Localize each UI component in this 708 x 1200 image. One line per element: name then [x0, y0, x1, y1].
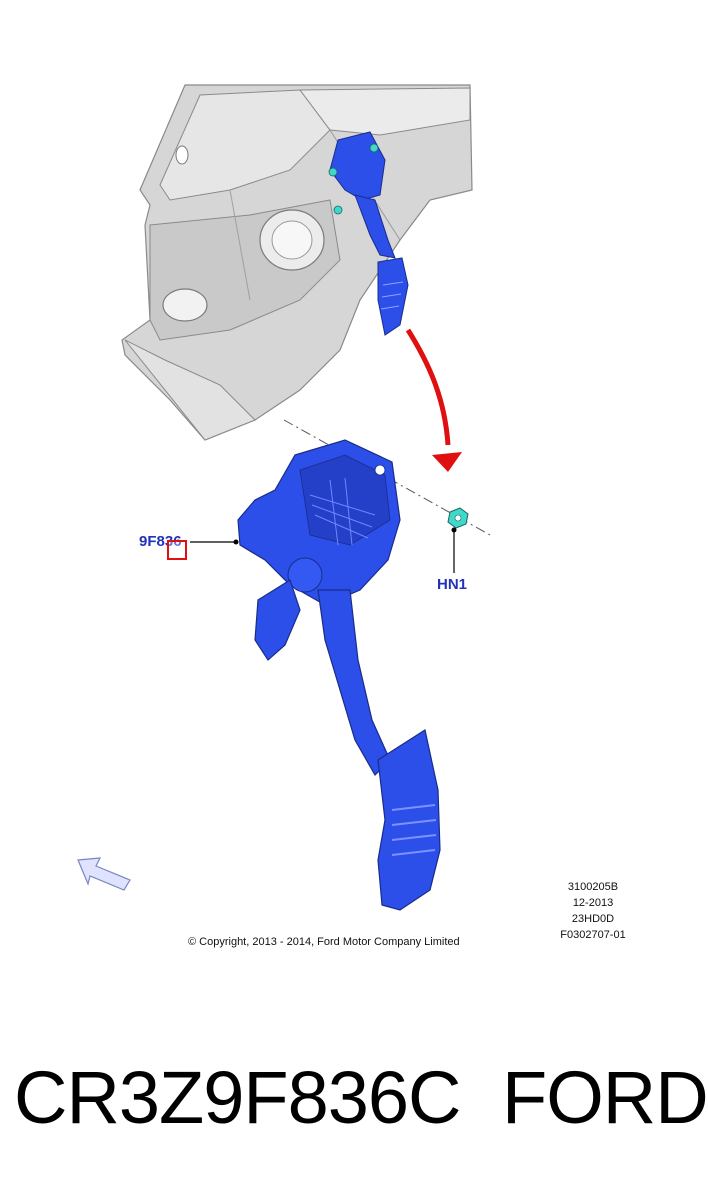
parts-diagram [77, 84, 491, 911]
pedal-assembly [237, 439, 441, 911]
doc-code: 12-2013 [572, 897, 614, 909]
copyright-text: © Copyright, 2013 - 2014, Ford Motor Com… [188, 936, 460, 948]
doc-code: F0302707-01 [560, 929, 626, 941]
callout-hn1: HN1 [437, 576, 468, 593]
red-arrow-icon [405, 328, 462, 472]
document-codes: 3100205B 12-2013 23HD0D F0302707-01 [548, 879, 638, 943]
nut-icon [447, 507, 469, 529]
orientation-arrow-icon [77, 857, 131, 891]
footer: CR3Z9F836C FORD [0, 1055, 708, 1165]
small-pedal [328, 131, 409, 336]
doc-code: 23HD0D [571, 913, 615, 925]
firewall-panel [121, 84, 473, 441]
doc-code: 3100205B [567, 881, 619, 893]
part-number: CR3Z9F836C [14, 1056, 462, 1139]
highlight-box [167, 540, 187, 560]
brand-name: FORD [502, 1056, 708, 1139]
callout-9f836: 9F836 [139, 533, 182, 550]
